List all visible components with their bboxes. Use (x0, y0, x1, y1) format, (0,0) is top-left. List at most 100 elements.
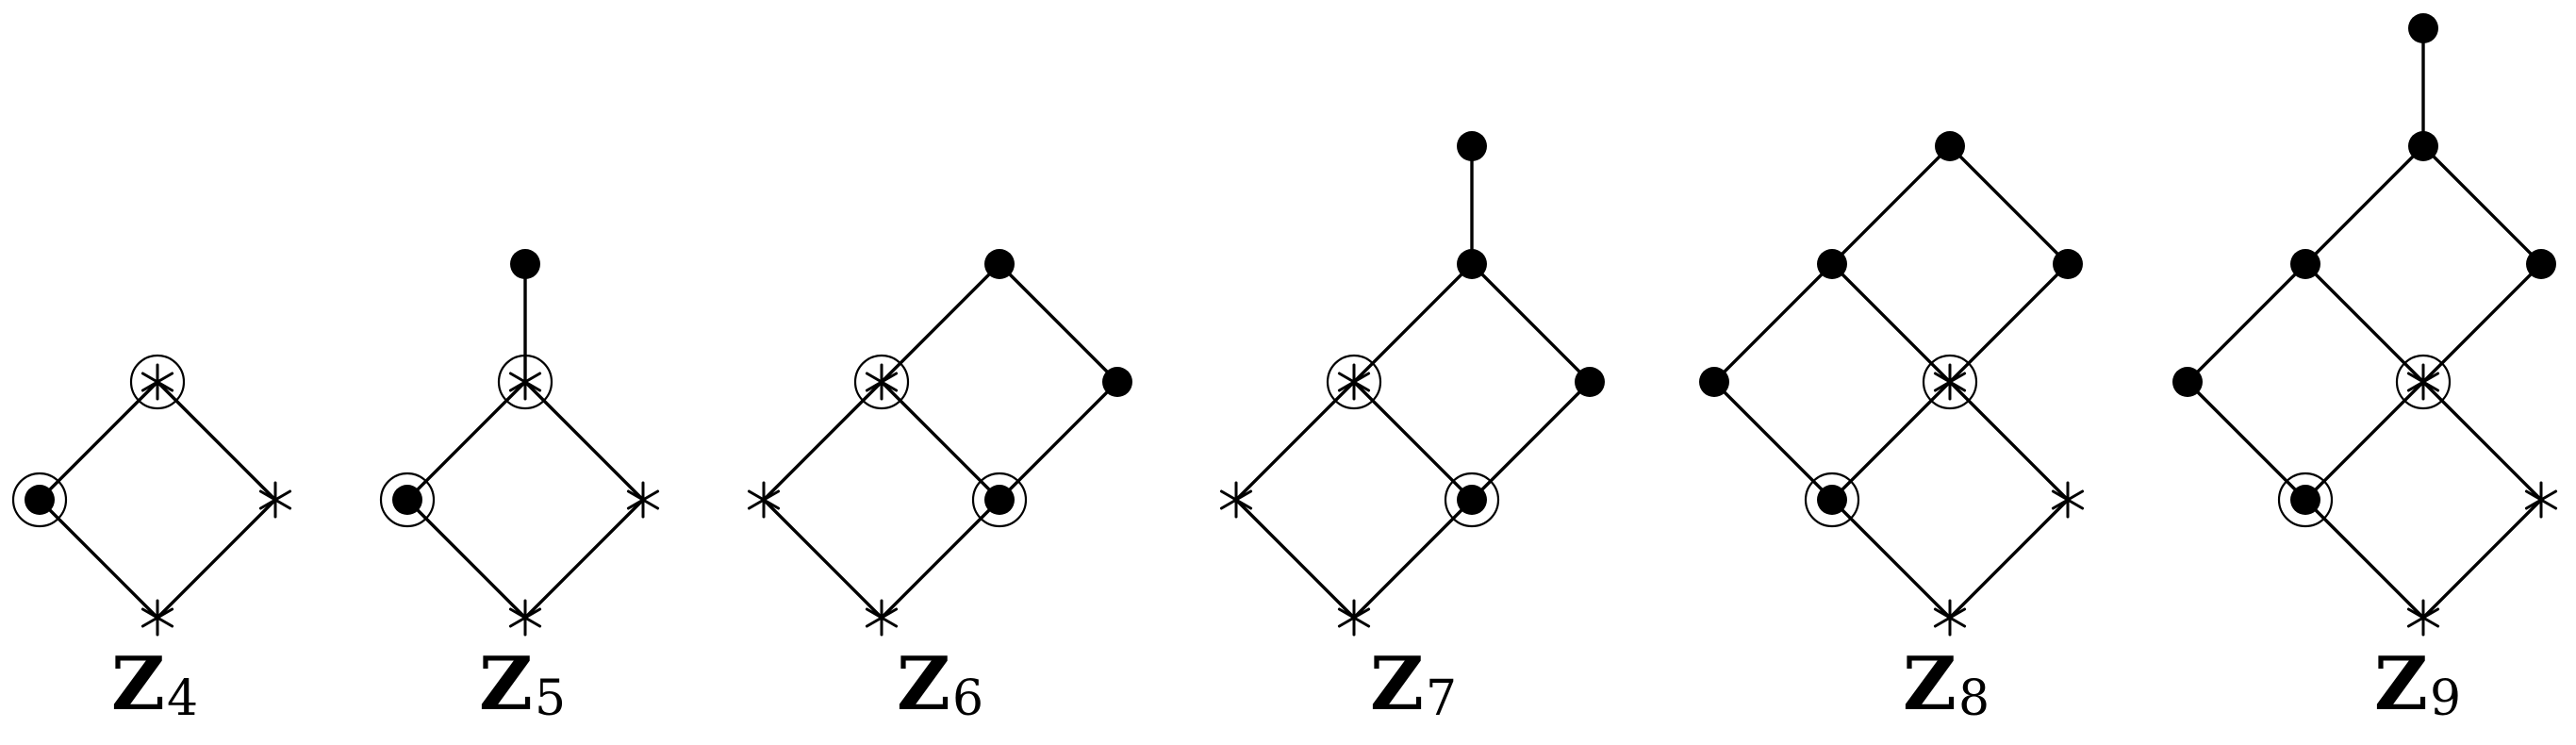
asterisk-node-icon (865, 363, 899, 401)
filled-node-dot (984, 485, 1015, 515)
lattice-edge (1948, 380, 2070, 502)
diagram-z4: Z4 (11, 354, 292, 727)
filled-node-dot (510, 249, 540, 279)
node-ring (1922, 354, 1978, 410)
node-ring (11, 472, 68, 528)
label-letter: Z (2374, 641, 2428, 727)
label-letter: Z (897, 641, 950, 727)
asterisk-node-icon (258, 481, 292, 519)
filled-node-dot (1817, 485, 1847, 515)
asterisk-node-icon (1933, 363, 1967, 401)
asterisk-node-icon (2406, 599, 2440, 637)
node-ring (971, 472, 1028, 528)
lattice-edge (2304, 380, 2425, 502)
lattice-edge (880, 380, 1001, 502)
filled-node-dot (392, 485, 422, 515)
lattice-edge (156, 380, 277, 502)
lattice-edge (2186, 380, 2307, 502)
lattice-edge (523, 498, 645, 620)
lattice-edge (1470, 262, 1592, 384)
lattice-edge (1470, 380, 1592, 502)
lattice-edge (1948, 498, 2070, 620)
filled-node-dot (1457, 485, 1487, 515)
label-subscript: 6 (952, 670, 983, 727)
asterisk-node-icon (2406, 363, 2440, 401)
node-ring (1804, 472, 1860, 528)
diagram-z5: Z5 (379, 249, 660, 727)
diagram-z8: Z8 (1699, 131, 2085, 727)
asterisk-node-icon (2051, 481, 2085, 519)
lattice-edge (1234, 498, 1356, 620)
asterisk-node-icon (1219, 481, 1253, 519)
label-subscript: 8 (1958, 670, 1990, 727)
lattice-edge (762, 380, 883, 502)
node-ring (497, 354, 553, 410)
label-subscript: 7 (1426, 670, 1457, 727)
filled-node-dot (2408, 131, 2438, 161)
lattice-edge (1234, 380, 1356, 502)
lattice-edge (1352, 498, 1474, 620)
asterisk-node-icon (2524, 481, 2558, 519)
lattice-edge (1712, 380, 1834, 502)
diagram-z9: Z9 (2172, 13, 2558, 727)
filled-node-dot (1457, 131, 1487, 161)
filled-node-dot (2172, 367, 2203, 397)
node-ring (2395, 354, 2452, 410)
lattice-edge (880, 498, 1001, 620)
lattice-edge (2304, 262, 2425, 384)
filled-node-dot (984, 249, 1015, 279)
lattice-edge (2421, 380, 2543, 502)
lattice-edge (2421, 262, 2543, 384)
lattice-edge (2304, 498, 2425, 620)
lattice-edge (1830, 144, 1952, 266)
lattice-edge (1948, 262, 2070, 384)
lattice-edge (762, 498, 883, 620)
asterisk-node-icon (508, 363, 542, 401)
diagram-label: Z7 (1370, 641, 1457, 727)
lattice-edge (1712, 262, 1834, 384)
lattice-edge (1352, 262, 1474, 384)
asterisk-node-icon (865, 599, 899, 637)
label-subscript: 9 (2430, 670, 2461, 727)
filled-node-dot (2526, 249, 2556, 279)
asterisk-node-icon (626, 481, 660, 519)
filled-node-dot (1575, 367, 1605, 397)
node-ring (2277, 472, 2334, 528)
filled-node-dot (1457, 249, 1487, 279)
lattice-edge (2304, 144, 2425, 266)
diagram-label: Z5 (479, 641, 566, 727)
lattice-edge (523, 380, 645, 502)
label-letter: Z (111, 641, 165, 727)
lattice-edge (405, 498, 527, 620)
node-ring (379, 472, 436, 528)
lattice-edge (998, 380, 1119, 502)
lattice-edge (2421, 498, 2543, 620)
diagram-label: Z9 (2374, 641, 2461, 727)
lattice-edge (1830, 498, 1952, 620)
label-letter: Z (1370, 641, 1424, 727)
lattice-edge (880, 262, 1001, 384)
filled-node-dot (1935, 131, 1965, 161)
node-ring (1326, 354, 1382, 410)
filled-node-dot (2290, 485, 2320, 515)
filled-node-dot (2408, 13, 2438, 43)
asterisk-node-icon (1933, 599, 1967, 637)
diagram-z7: Z7 (1219, 131, 1605, 727)
filled-node-dot (1817, 249, 1847, 279)
asterisk-node-icon (508, 599, 542, 637)
lattice-edge (405, 380, 527, 502)
node-ring (129, 354, 186, 410)
lattice-edge (998, 262, 1119, 384)
node-ring (1444, 472, 1500, 528)
label-subscript: 4 (167, 670, 198, 727)
label-letter: Z (1903, 641, 1957, 727)
asterisk-node-icon (1337, 599, 1371, 637)
asterisk-node-icon (747, 481, 781, 519)
lattice-edge (38, 498, 159, 620)
lattice-edge (2186, 262, 2307, 384)
filled-node-dot (25, 485, 55, 515)
lattice-edge (1352, 380, 1474, 502)
lattice-edge (38, 380, 159, 502)
diagram-label: Z4 (111, 641, 198, 727)
lattice-edge (156, 498, 277, 620)
